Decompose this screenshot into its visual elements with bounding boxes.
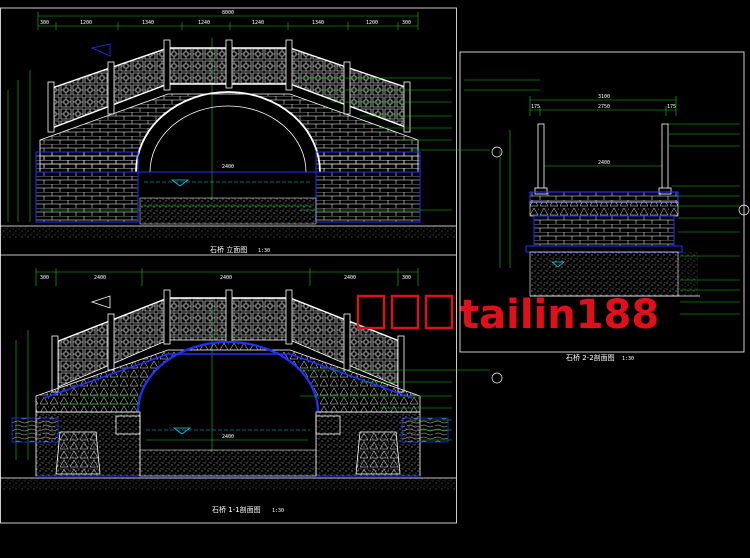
- top-elevation-title: 石桥 立面图: [210, 245, 247, 254]
- top-segment-dims: 300 1200 1340 1240 1240 1340 1200 300: [40, 20, 411, 26]
- watermark-text: tailin188: [460, 292, 659, 338]
- bottom-segment-dims: 300 2400 2400 2400 300: [40, 275, 411, 281]
- bottom-seg-dim: 300: [40, 275, 49, 281]
- top-railing-posts: [47, 39, 411, 133]
- bottom-seg-dim: 2400: [220, 275, 232, 281]
- right-side-dim-left: 175: [531, 104, 540, 110]
- bottom-section-scale: 1:30: [272, 508, 284, 514]
- top-seg-dim: 300: [40, 20, 49, 26]
- frame-left: [0, 7, 457, 524]
- top-seg-dim: 1240: [198, 20, 210, 26]
- top-seg-dim: 1200: [366, 20, 378, 26]
- right-section: 3100 2750 175 175 2400: [464, 79, 750, 362]
- top-seg-dim: 1340: [142, 20, 154, 26]
- right-leader-lines: [464, 79, 740, 315]
- bottom-arch-dim: 2400: [222, 434, 234, 440]
- right-section-title: 石桥 2-2剖面图: [566, 353, 615, 362]
- frame-right: [459, 51, 745, 353]
- top-arch-dim: 2400: [222, 164, 234, 170]
- right-width-inner: 2750: [598, 104, 610, 110]
- bottom-section: 300 2400 2400 2400 300: [0, 268, 503, 514]
- right-section-scale: 1:30: [622, 356, 634, 362]
- right-posts: [534, 123, 672, 195]
- watermark: tailin188: [356, 292, 659, 338]
- right-deck-width: 2400: [598, 160, 610, 166]
- bottom-section-title: 石桥 1-1剖面图: [212, 505, 261, 514]
- top-piers: [35, 151, 421, 223]
- top-seg-dim: 300: [402, 20, 411, 26]
- bottom-seg-dim: 2400: [94, 275, 106, 281]
- top-overall-dim: 8000: [222, 10, 234, 16]
- bottom-leader-lines: [60, 369, 490, 441]
- top-dimension-lines: [7, 12, 419, 222]
- top-leader-lines: [300, 77, 490, 211]
- right-deck: [529, 191, 679, 203]
- top-seg-dim: 1200: [80, 20, 92, 26]
- watermark-glyph-boxes: [356, 294, 454, 330]
- right-dimension-lines: [499, 96, 677, 268]
- bottom-seg-dim: 2400: [344, 275, 356, 281]
- right-side-dim-right: 175: [667, 104, 676, 110]
- top-seg-dim: 1340: [312, 20, 324, 26]
- right-width-total: 3100: [598, 94, 610, 100]
- bottom-seg-dim: 300: [402, 275, 411, 281]
- top-elevation: 8000 300 1200 1340 1240 1240 1340 1200 3…: [0, 10, 503, 254]
- top-seg-dim: 1240: [252, 20, 264, 26]
- top-elevation-scale: 1:30: [258, 248, 270, 254]
